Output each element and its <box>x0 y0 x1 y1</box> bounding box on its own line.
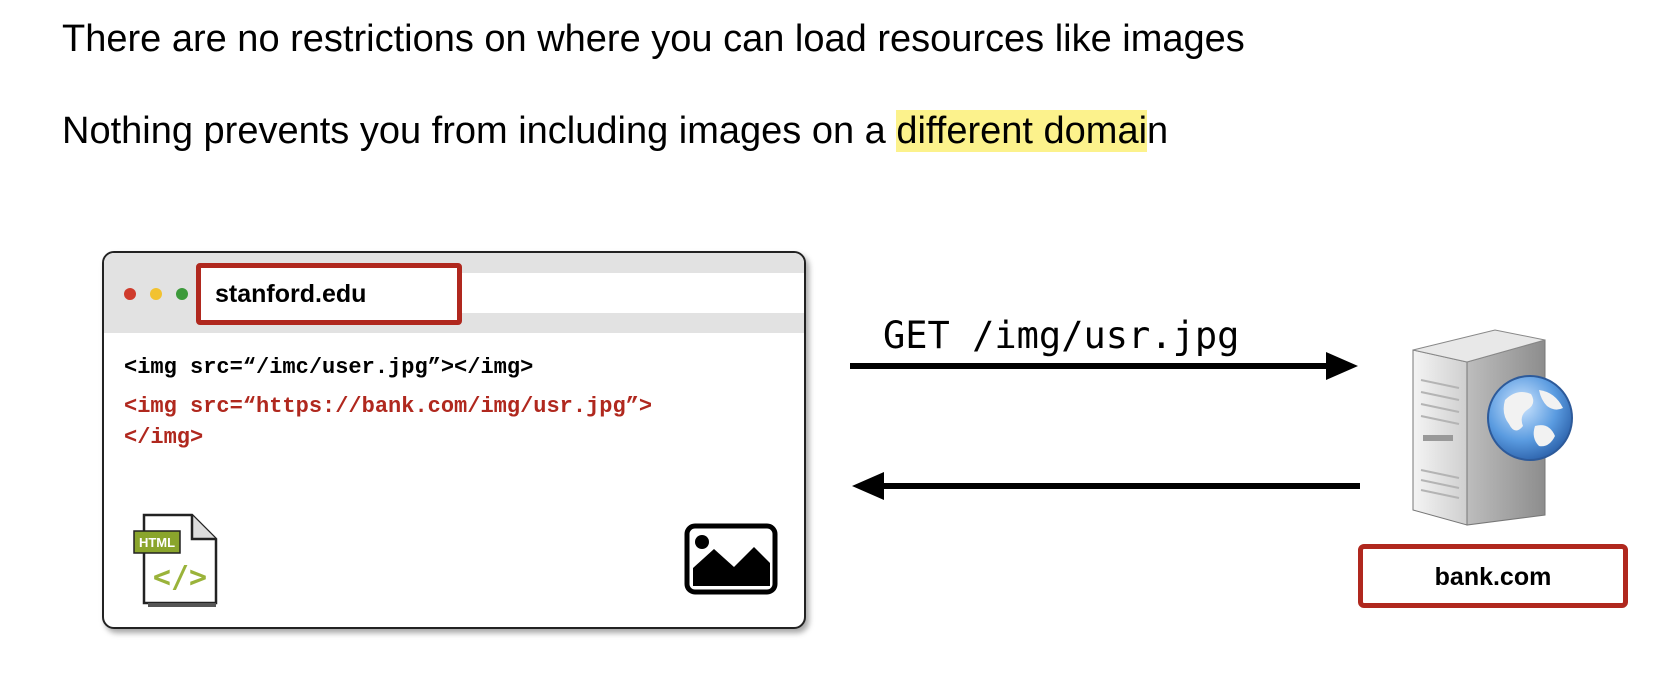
headline-different-domain: Nothing prevents you from including imag… <box>62 110 1168 153</box>
image-icon <box>684 523 778 595</box>
server-icon <box>1412 329 1573 526</box>
code-line-close-img: </img> <box>124 425 204 450</box>
bank-domain-label: bank.com <box>1434 563 1552 591</box>
code-line-crossdomain-img: <img src=“https://bank.com/img/usr.jpg”> <box>124 394 653 419</box>
browser-window: stanford.edu <img src=“/imc/user.jpg”></… <box>102 251 806 629</box>
minimize-window-dot[interactable] <box>150 288 162 300</box>
globe-icon <box>1487 375 1573 461</box>
maximize-window-dot[interactable] <box>176 288 188 300</box>
bank-domain-box: bank.com <box>1358 544 1628 608</box>
url-highlight-box: stanford.edu <box>196 263 462 325</box>
browser-toolbar: stanford.edu <box>104 253 804 333</box>
headline-restrictions: There are no restrictions on where you c… <box>62 18 1245 60</box>
response-arrow <box>852 472 1360 500</box>
html-file-icon-label: HTML <box>139 535 175 550</box>
request-arrow <box>850 352 1358 380</box>
headline2-before: Nothing prevents you from including imag… <box>62 110 897 152</box>
url-text: stanford.edu <box>215 280 367 308</box>
html-file-icon: HTML </> <box>133 513 218 607</box>
svg-text:</>: </> <box>153 560 207 595</box>
code-line-local-img: <img src=“/imc/user.jpg”></img> <box>124 355 534 380</box>
headline2-after: n <box>1147 110 1169 152</box>
close-window-dot[interactable] <box>124 288 136 300</box>
request-label: GET /img/usr.jpg <box>883 314 1240 357</box>
headline2-highlight: different domai <box>896 110 1148 152</box>
